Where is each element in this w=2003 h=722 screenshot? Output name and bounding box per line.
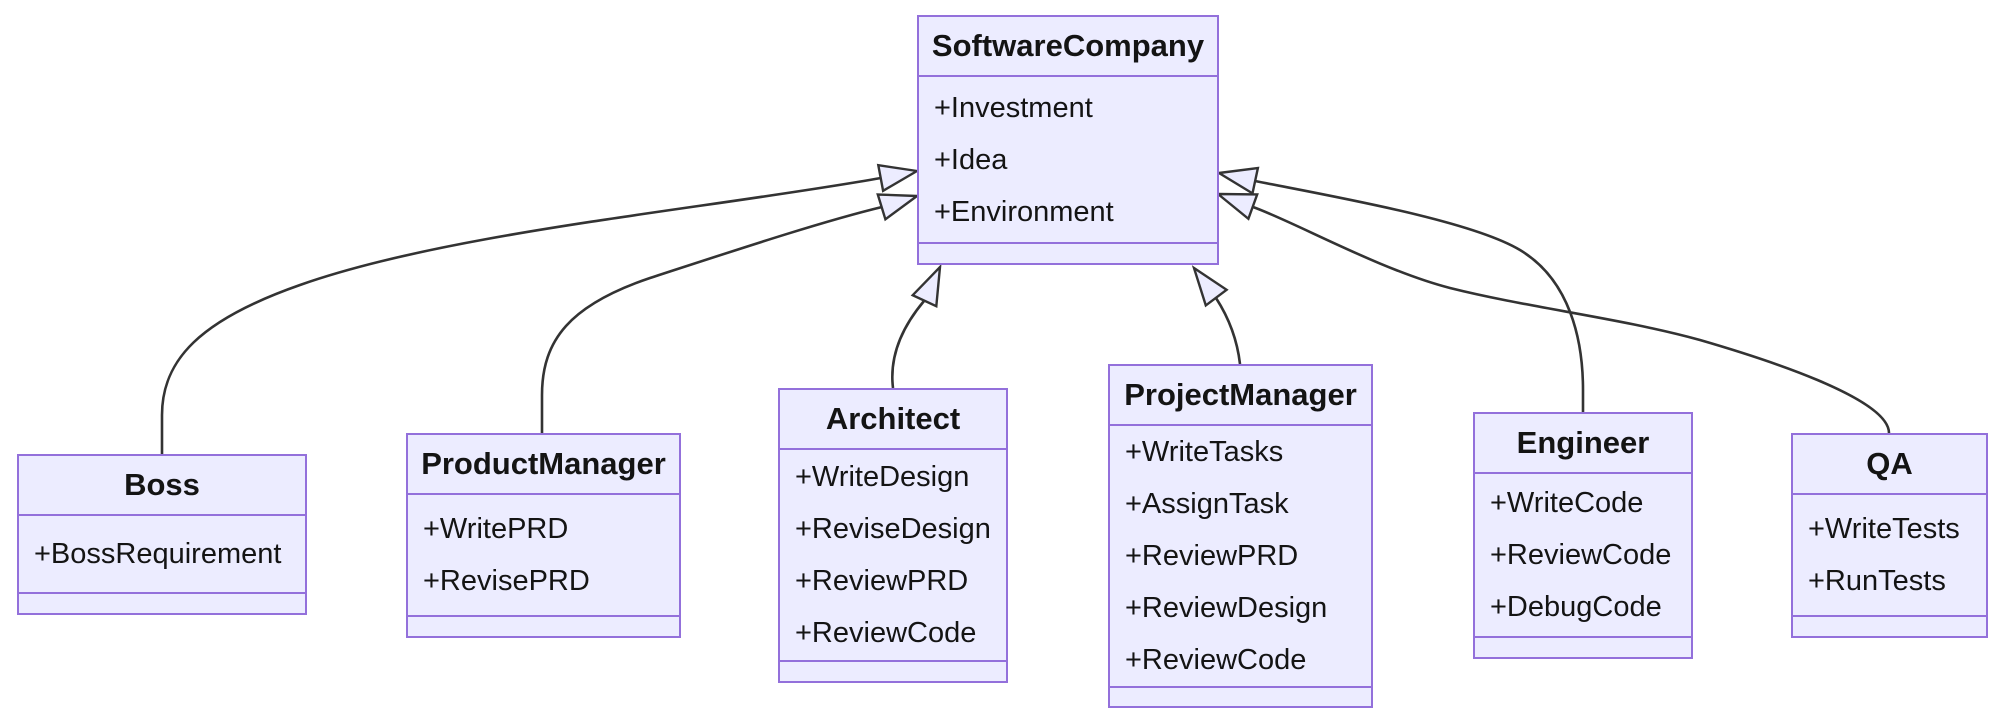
class-attribute: +DebugCode	[1490, 591, 1662, 623]
class-attribute: +RunTests	[1808, 565, 1946, 597]
relation-qa-inheritance-softwarecompany	[1214, 192, 1891, 434]
class-attribute: +AssignTask	[1125, 488, 1289, 520]
class-node-qa: QA +WriteTests +RunTests	[1791, 433, 1988, 638]
class-attributes-compartment: +WriteCode +ReviewCode +DebugCode	[1475, 472, 1691, 636]
class-attributes-compartment: +WriteTests +RunTests	[1793, 493, 1986, 615]
class-attribute: +WritePRD	[423, 513, 569, 545]
class-attribute: +ReviewDesign	[1125, 592, 1328, 624]
class-node-softwarecompany: SoftwareCompany +Investment +Idea +Environm…	[917, 15, 1219, 265]
relation-productmanager-inheritance-softwarecompany	[540, 193, 921, 433]
edge-line	[891, 300, 925, 389]
inheritance-arrowhead-icon	[910, 263, 942, 309]
class-attribute: +WriteTasks	[1125, 436, 1284, 468]
edge-line	[160, 176, 882, 454]
class-attribute: +RevisePRD	[423, 565, 590, 597]
class-attributes-compartment: +WriteTasks +AssignTask +ReviewPRD +ReviewD…	[1110, 424, 1371, 686]
relation-boss-inheritance-softwarecompany	[160, 163, 921, 454]
edge-line	[1214, 297, 1242, 365]
inheritance-arrowhead-icon	[1214, 192, 1259, 221]
class-node-engineer: Engineer +WriteCode +ReviewCode +DebugCode	[1473, 412, 1693, 659]
edge-line	[540, 205, 883, 433]
class-node-productmanager: ProductManager +WritePRD +RevisePRD	[406, 433, 681, 638]
class-attribute: +ReviewCode	[1490, 539, 1672, 571]
edge-line	[1252, 205, 1891, 434]
class-title: SoftwareCompany	[931, 28, 1205, 63]
class-attributes-compartment: +WritePRD +RevisePRD	[408, 493, 679, 615]
class-attribute: +Idea	[934, 143, 1008, 176]
class-attribute: +WriteCode	[1490, 487, 1644, 519]
class-attribute: +ReviewPRD	[1125, 540, 1299, 572]
class-title: Architect	[825, 401, 961, 436]
inheritance-arrowhead-icon	[876, 193, 921, 222]
inheritance-arrowhead-icon	[876, 163, 921, 193]
class-attributes-compartment: +WriteDesign +ReviseDesign +ReviewPRD +Revi…	[780, 448, 1006, 660]
class-methods-compartment	[408, 615, 679, 636]
class-node-projectmanager: ProjectManager +WriteTasks +AssignTask +Rev…	[1108, 364, 1373, 708]
class-attribute: +ReviewPRD	[795, 565, 969, 597]
class-methods-compartment	[1110, 686, 1371, 707]
class-attribute: +WriteDesign	[795, 461, 970, 493]
class-attribute: +Investment	[934, 91, 1093, 124]
class-attribute: +Environment	[934, 195, 1114, 228]
inheritance-arrowhead-icon	[1215, 166, 1260, 196]
class-node-boss: Boss +BossRequirement	[17, 454, 307, 615]
class-attribute: +ReviewCode	[795, 617, 977, 649]
class-title: QA	[1866, 446, 1913, 481]
class-attribute: +ReviewCode	[1125, 644, 1307, 676]
class-attribute: +ReviseDesign	[795, 513, 991, 545]
inheritance-arrowhead-icon	[1191, 265, 1229, 308]
class-methods-compartment	[1793, 615, 1986, 636]
class-title: Boss	[124, 467, 200, 502]
class-methods-compartment	[1475, 636, 1691, 657]
relation-projectmanager-inheritance-softwarecompany	[1191, 265, 1242, 365]
class-methods-compartment	[919, 242, 1217, 263]
class-node-architect: Architect +WriteDesign +ReviseDesign +Revie…	[778, 388, 1008, 683]
edge-line	[1254, 179, 1585, 412]
class-title: Engineer	[1516, 425, 1650, 460]
relation-architect-inheritance-softwarecompany	[891, 263, 942, 389]
class-attribute: +WriteTests	[1808, 513, 1960, 545]
class-attributes-compartment: +BossRequirement	[19, 514, 305, 592]
relation-engineer-inheritance-softwarecompany	[1215, 166, 1585, 412]
class-attributes-compartment: +Investment +Idea +Environment	[919, 75, 1217, 242]
class-methods-compartment	[780, 660, 1006, 681]
class-title: ProductManager	[421, 446, 666, 481]
class-title: ProjectManager	[1124, 377, 1357, 412]
class-attribute: +BossRequirement	[34, 538, 282, 570]
class-methods-compartment	[19, 592, 305, 613]
